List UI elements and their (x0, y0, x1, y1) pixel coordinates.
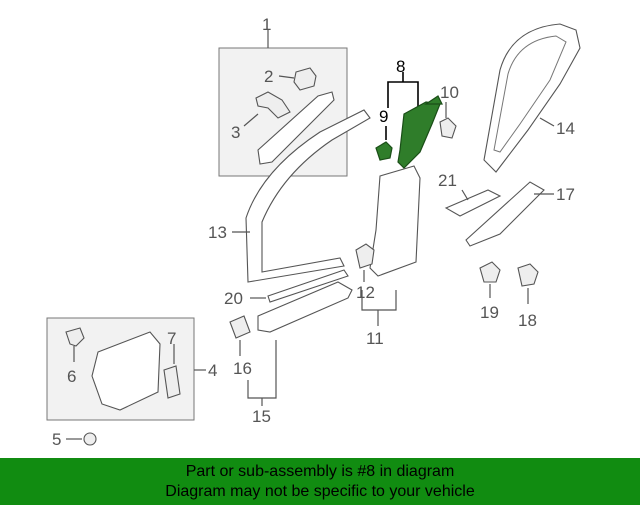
leader-11-bracket (361, 290, 397, 311)
part-13-weatherstrip[interactable] (245, 109, 371, 283)
banner-line-1: Part or sub-assembly is #8 in diagram (185, 463, 455, 480)
callout-19[interactable]: 19 (480, 303, 499, 322)
part-20-strip[interactable] (267, 269, 349, 303)
part-2-clip[interactable] (293, 67, 317, 91)
part-15-front-scuff[interactable] (257, 281, 353, 333)
banner-line-2: Diagram may not be specific to your vehi… (165, 483, 475, 500)
callout-5[interactable]: 5 (52, 430, 61, 449)
part-21-sill-plate[interactable] (444, 189, 502, 217)
callout-14[interactable]: 14 (556, 119, 575, 138)
callout-16[interactable]: 16 (233, 359, 252, 378)
leader-3 (243, 113, 259, 127)
callout-2[interactable]: 2 (264, 67, 273, 86)
part-10-fastener[interactable] (439, 117, 457, 139)
kick-panel-trim[interactable] (91, 331, 161, 411)
callout-17[interactable]: 17 (556, 185, 575, 204)
part-9-clip[interactable] (375, 141, 393, 161)
callout-11[interactable]: 11 (366, 329, 384, 348)
callout-3[interactable]: 3 (231, 123, 240, 142)
pillar-trim-upper[interactable] (257, 91, 335, 165)
callout-6[interactable]: 6 (67, 367, 76, 386)
callout-7[interactable]: 7 (167, 329, 176, 348)
callout-12[interactable]: 12 (356, 283, 375, 302)
notice-banner: Part or sub-assembly is #8 in diagram Di… (0, 458, 640, 505)
part-12-clip[interactable] (355, 243, 375, 269)
leader-14 (539, 117, 555, 127)
part-6-push-pin[interactable] (65, 327, 85, 347)
part-11-lower-pillar-trim[interactable] (369, 165, 421, 277)
parts-diagram: 1 2 3 13 8 9 10 11 12 14 21 17 19 (46, 15, 581, 449)
callout-10[interactable]: 10 (440, 83, 459, 102)
part-5-nut[interactable] (83, 432, 97, 446)
part-8-center-pillar-trim[interactable] (397, 101, 441, 169)
callout-13[interactable]: 13 (208, 223, 227, 242)
callout-8[interactable]: 8 (396, 57, 405, 76)
callout-18[interactable]: 18 (518, 311, 537, 330)
leader-15-bracket (247, 340, 277, 399)
rear-weatherstrip-inner (493, 35, 567, 153)
leader-21 (461, 189, 469, 201)
callout-21[interactable]: 21 (438, 171, 457, 190)
leader-8-bracket (387, 81, 419, 108)
callout-1[interactable]: 1 (262, 15, 271, 34)
part-8-tab (424, 95, 443, 105)
part-3-bracket[interactable] (255, 91, 291, 119)
part-17-scuff-plate[interactable] (465, 181, 545, 247)
leader-2 (278, 75, 295, 79)
part-16-clip[interactable] (229, 315, 251, 339)
callout-4[interactable]: 4 (208, 361, 217, 380)
part-19-clip[interactable] (479, 261, 501, 283)
part-7-clip[interactable] (163, 365, 181, 399)
part-18-clip[interactable] (517, 263, 539, 287)
callout-20[interactable]: 20 (224, 289, 243, 308)
callout-15[interactable]: 15 (252, 407, 271, 426)
callout-9[interactable]: 9 (379, 107, 388, 126)
